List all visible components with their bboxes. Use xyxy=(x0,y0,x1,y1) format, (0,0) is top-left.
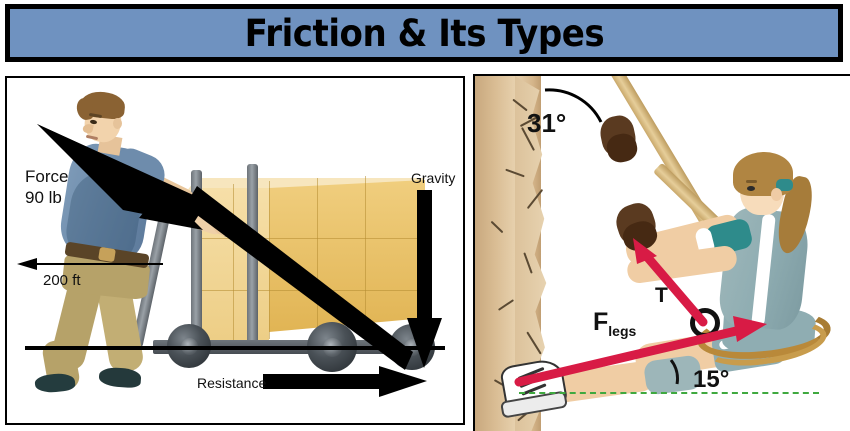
force-value-text: 90 lb xyxy=(25,188,62,207)
resistance-arrow-icon xyxy=(263,366,427,397)
man-pushing-cart-scene: Force 90 lb 200 ft Gravity Resistance xyxy=(7,78,463,423)
tension-label: T xyxy=(655,284,668,307)
force-label: Force 90 lb xyxy=(25,166,68,208)
gravity-label: Gravity xyxy=(411,170,456,186)
man-shoe-front xyxy=(34,371,76,395)
rock-climber-scene: 31° T Flegs 15° xyxy=(475,76,850,431)
climber-eye xyxy=(747,186,755,191)
climber-ear xyxy=(771,188,782,201)
page-title: Friction & Its Types xyxy=(244,11,604,55)
cargo-box-side xyxy=(269,180,425,332)
legs-angle-label: 15° xyxy=(693,366,730,393)
legs-force-subscript: legs xyxy=(608,323,637,339)
slide-title-bar: Friction & Its Types xyxy=(5,4,843,62)
carabiner-icon xyxy=(690,308,720,338)
ground-line xyxy=(25,346,445,350)
cart-post xyxy=(247,164,258,346)
distance-label: 200 ft xyxy=(43,272,81,289)
cargo-grid-line xyxy=(197,238,425,239)
cargo-grid-line xyxy=(269,181,270,339)
cargo-grid-line xyxy=(233,184,234,340)
force-label-text: Force xyxy=(25,167,69,186)
right-illustration-panel: 31° T Flegs 15° xyxy=(473,74,850,431)
man-belt-buckle xyxy=(98,246,116,263)
man-ear xyxy=(113,118,122,129)
legs-force-symbol: F xyxy=(593,308,609,336)
climber-hair-tie xyxy=(776,179,793,191)
cargo-grid-line xyxy=(317,178,318,334)
climber-eyebrow xyxy=(746,180,757,183)
left-illustration-panel: Force 90 lb 200 ft Gravity Resistance xyxy=(5,76,465,425)
cargo-grid-line xyxy=(365,176,366,328)
horizontal-reference-line xyxy=(519,392,819,394)
man-shoe-back xyxy=(98,366,142,389)
rope-angle-label: 31° xyxy=(527,108,567,138)
cargo-grid-line xyxy=(197,290,425,291)
legs-force-label: Flegs xyxy=(593,308,636,339)
resistance-label: Resistance xyxy=(197,375,267,391)
